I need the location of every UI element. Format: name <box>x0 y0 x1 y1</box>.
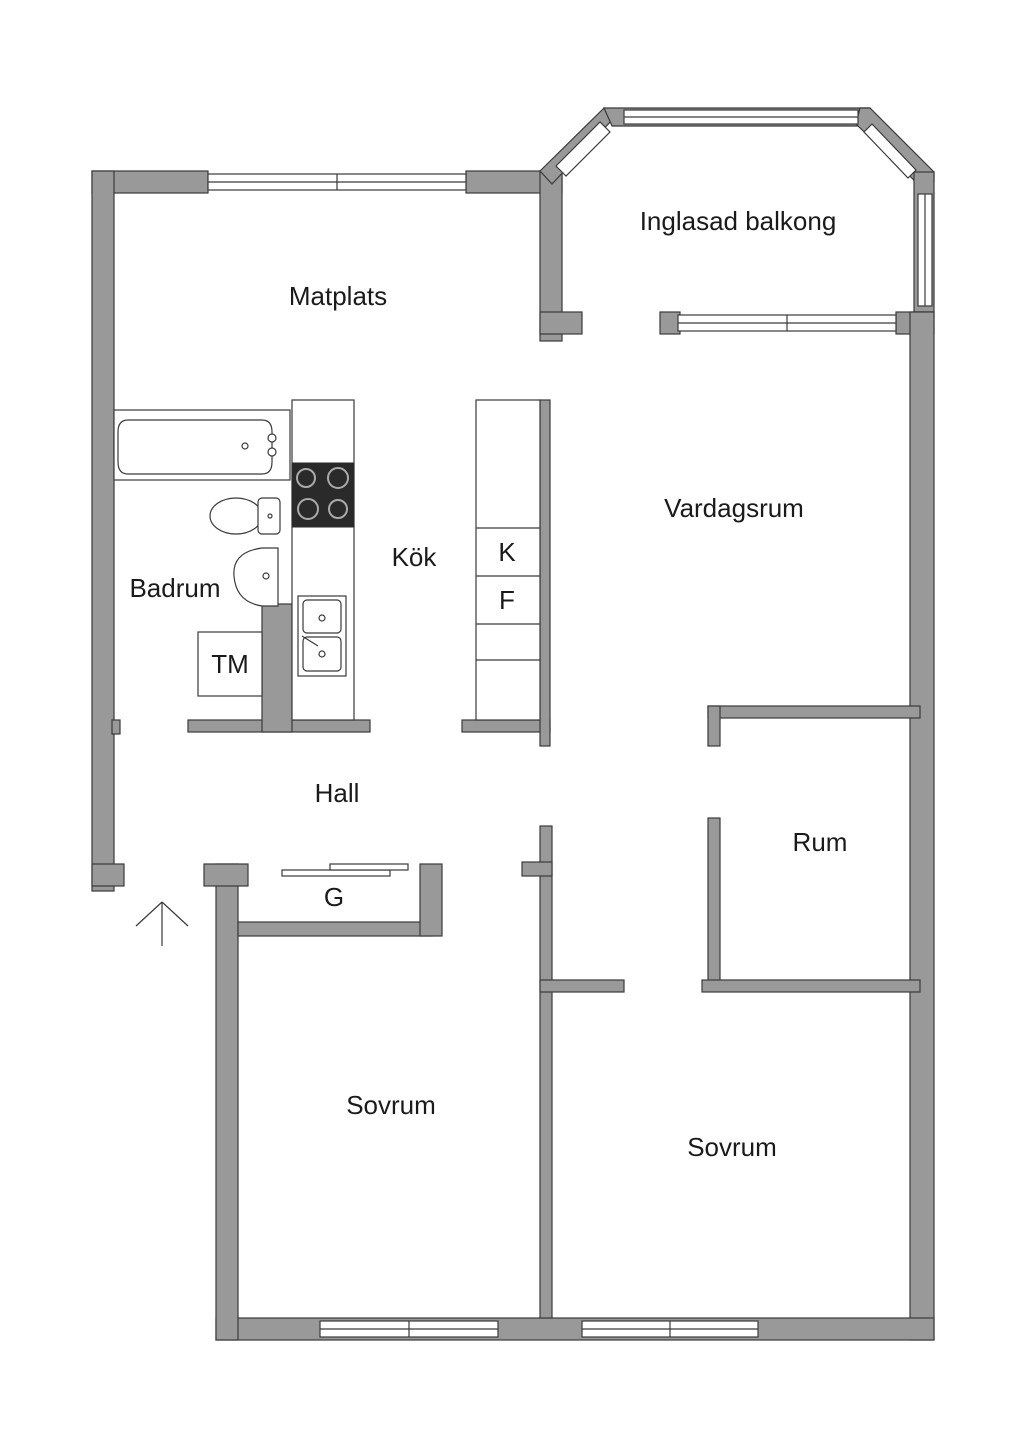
fixture-label-freezer: F <box>499 585 515 615</box>
room-label-kok: Kök <box>392 542 438 572</box>
wardrobe-doors <box>281 863 409 877</box>
stove <box>291 462 355 528</box>
walls <box>91 107 935 1341</box>
room-label-matplats: Matplats <box>289 281 387 311</box>
washer-box <box>197 631 263 697</box>
window-sovrum-left <box>319 1320 499 1338</box>
fixture-label-fridge: K <box>498 537 516 567</box>
room-label-sovrum-right: Sovrum <box>687 1132 777 1162</box>
kitchen-fixtures <box>291 399 541 721</box>
room-label-vardagsrum: Vardagsrum <box>664 493 804 523</box>
bathroom-fixtures <box>113 409 291 697</box>
toilet <box>209 497 281 535</box>
window-balcony-right <box>917 193 933 307</box>
room-label-rum: Rum <box>793 827 848 857</box>
fixture-label-washer: TM <box>211 649 249 679</box>
window-matplats <box>207 173 467 191</box>
bathtub-basin <box>117 419 273 475</box>
window-vardagsrum <box>677 314 897 332</box>
sink <box>233 547 279 607</box>
window-balcony-right-diag <box>863 123 917 179</box>
windows <box>207 109 933 1338</box>
kitchen-counter-right <box>475 399 541 721</box>
room-label-balkong: Inglasad balkong <box>640 206 837 236</box>
window-sovrum-right <box>581 1320 759 1338</box>
kitchen-sink <box>297 595 347 677</box>
room-label-hall: Hall <box>315 778 360 808</box>
room-label-sovrum-left: Sovrum <box>346 1090 436 1120</box>
window-balcony-top <box>623 109 859 125</box>
room-labels: Matplats Inglasad balkong Vardagsrum Kök… <box>129 206 847 1162</box>
room-label-badrum: Badrum <box>129 573 220 603</box>
window-balcony-left <box>555 121 611 177</box>
fixture-label-wardrobe: G <box>324 882 344 912</box>
entrance-arrow-icon <box>135 901 189 946</box>
